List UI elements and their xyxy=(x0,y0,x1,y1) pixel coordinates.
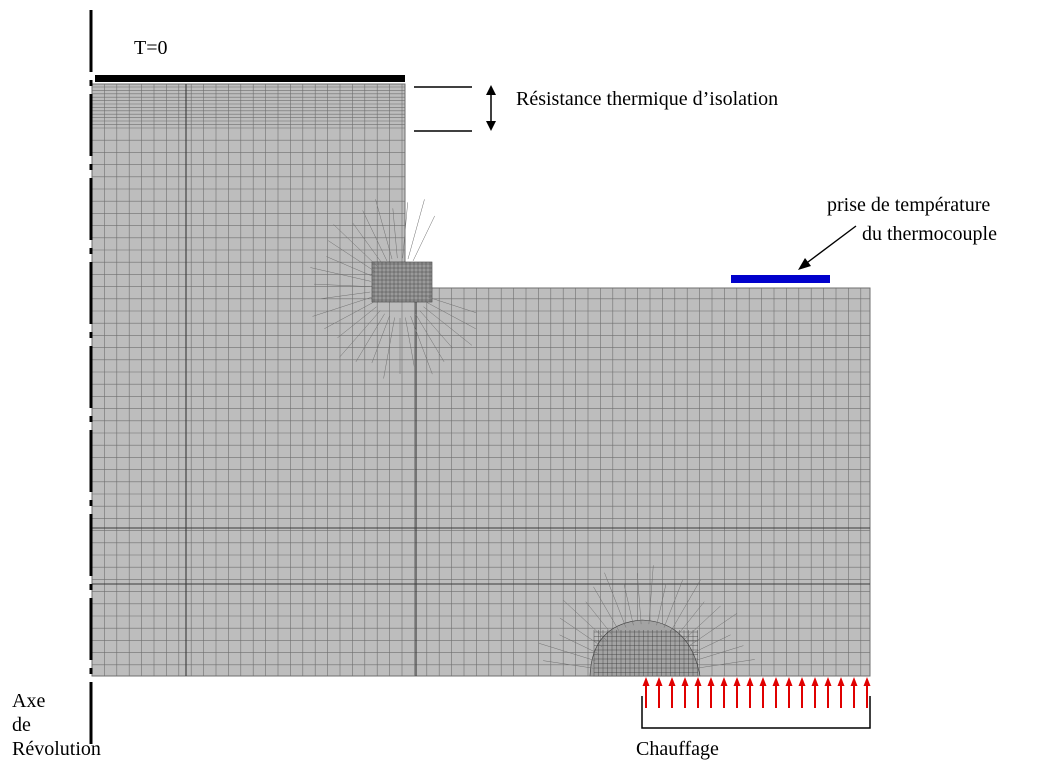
corner-radial-line xyxy=(312,297,372,317)
mesh-domain xyxy=(91,83,871,677)
corner-radial-line xyxy=(352,223,383,264)
heating-radial-line xyxy=(696,659,755,669)
corner-radial-line xyxy=(326,256,373,277)
thermocouple-pointer-head xyxy=(798,258,811,270)
heating-radial-line xyxy=(538,643,596,661)
corner-radial-line xyxy=(407,199,425,260)
heating-radial-line xyxy=(637,573,642,625)
heating-arrows xyxy=(641,677,871,729)
heating-radial-line xyxy=(691,634,731,654)
corner-radial-line xyxy=(314,283,371,287)
corner-radial-line xyxy=(412,215,435,262)
axis-label-line1: Axe xyxy=(12,690,46,712)
corner-radial-line xyxy=(428,297,477,313)
heating-radial-line xyxy=(559,634,599,654)
heating-radial-line xyxy=(563,600,608,641)
heating-arrow-head xyxy=(642,677,650,686)
heating-arrow-head xyxy=(655,677,663,686)
corner-radial-line xyxy=(333,224,379,268)
heating-radial-line xyxy=(604,572,627,628)
heating-arrow-head xyxy=(694,677,702,686)
heating-radial-line xyxy=(585,601,613,636)
heating-arrow-head xyxy=(720,677,728,686)
heating-arrow-head xyxy=(785,677,793,686)
heating-bracket xyxy=(641,696,871,729)
heating-arrow-head xyxy=(824,677,832,686)
heating-radial-line xyxy=(648,565,654,625)
heating-radial-line xyxy=(593,586,620,632)
axis-label-line3: Révolution xyxy=(12,738,101,760)
corner-radial-line xyxy=(339,310,381,358)
heating-radial-line xyxy=(559,617,603,647)
heating-arrow-head xyxy=(837,677,845,686)
heating-arrow-head xyxy=(772,677,780,686)
corner-radial-line xyxy=(426,301,476,329)
corner-radial-line xyxy=(405,317,415,367)
t-zero-label: T=0 xyxy=(134,37,168,59)
corner-radial-line xyxy=(419,310,453,349)
heating-arrow-head xyxy=(733,677,741,686)
corner-radial-line xyxy=(415,313,445,362)
corner-radial-line xyxy=(423,306,473,346)
mesh-refinement xyxy=(310,199,755,677)
corner-radial-line xyxy=(362,210,388,262)
heating-arrow-head xyxy=(668,677,676,686)
corner-radial-line xyxy=(410,315,433,375)
corner-radial-line xyxy=(402,202,408,259)
corner-radial-line xyxy=(355,313,385,362)
heating-radial-line xyxy=(543,660,594,669)
corner-radial-line xyxy=(375,199,393,260)
heating-refinement-block xyxy=(589,619,701,677)
heating-arrow-head xyxy=(681,677,689,686)
heating-radial-line xyxy=(677,601,705,636)
heating-arrow-head xyxy=(759,677,767,686)
heating-radial-line xyxy=(687,613,737,647)
heating-radial-line xyxy=(670,579,701,632)
corner-radial-line xyxy=(371,315,390,363)
mesh xyxy=(91,83,871,677)
corner-radial-line xyxy=(392,208,398,259)
corner-radial-line xyxy=(324,301,374,329)
corner-radial-line xyxy=(310,267,371,282)
heating-arrow-head xyxy=(850,677,858,686)
corner-radial-line xyxy=(383,317,395,379)
heating-arrow-head xyxy=(811,677,819,686)
corner-radial-line xyxy=(328,240,376,272)
heating-radial-line xyxy=(682,605,721,641)
annotations xyxy=(95,75,857,283)
insulation-label: Résistance thermique d’isolation xyxy=(516,88,779,110)
corner-radial-line xyxy=(320,291,371,299)
heating-arrow-head xyxy=(798,677,806,686)
thermocouple-bar xyxy=(731,275,830,283)
heating-label: Chauffage xyxy=(636,738,719,760)
heating-radial-line xyxy=(663,580,683,628)
sensor-label-line1: prise de température xyxy=(827,194,991,216)
insulation-arrow-up xyxy=(486,85,496,95)
heating-radial-line xyxy=(694,645,744,661)
top-boundary-bar xyxy=(95,75,405,82)
heating-arrow-head xyxy=(863,677,871,686)
heating-radial-line xyxy=(623,583,634,626)
heating-arrow-head xyxy=(746,677,754,686)
insulation-arrow-down xyxy=(486,121,496,131)
heating-radial-line xyxy=(656,583,667,626)
axis-label-line2: de xyxy=(12,714,31,736)
sensor-label-line2: du thermocouple xyxy=(862,223,997,245)
heating-arrow-head xyxy=(707,677,715,686)
corner-radial-line xyxy=(337,306,377,339)
thermocouple-pointer-line xyxy=(803,225,857,266)
